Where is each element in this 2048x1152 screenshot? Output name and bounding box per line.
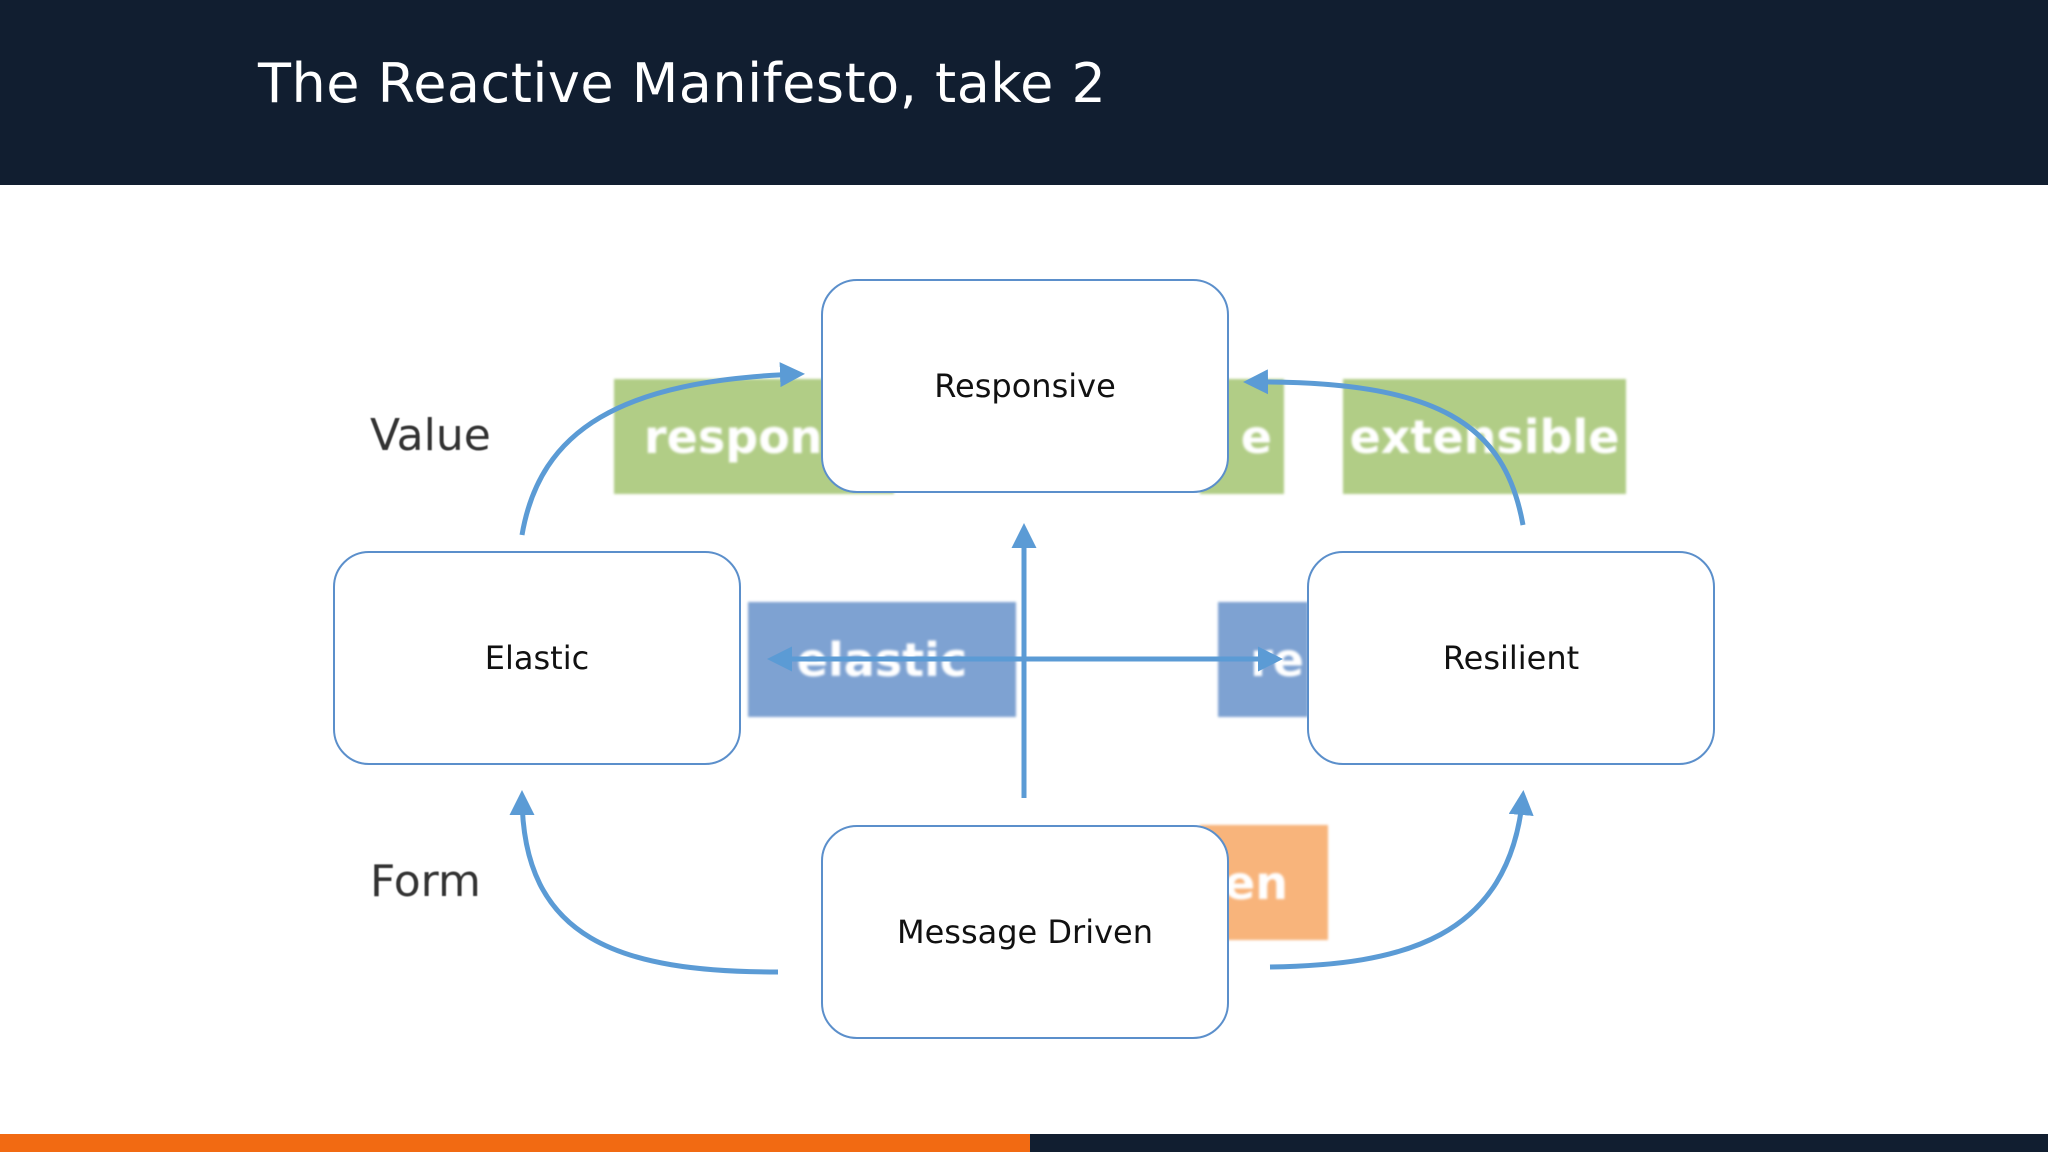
axis-label-form: Form bbox=[370, 856, 481, 907]
arrow-message-driven-to-elastic bbox=[509, 790, 779, 975]
arrow-message-driven-to-resilient bbox=[1269, 790, 1534, 970]
slide-header: The Reactive Manifesto, take 2 bbox=[0, 0, 2048, 185]
bg-label-maintainable-text: e bbox=[1240, 409, 1272, 464]
node-responsive: Responsive bbox=[821, 279, 1229, 493]
slide-title: The Reactive Manifesto, take 2 bbox=[258, 52, 1107, 115]
bg-label-extensible: extensible bbox=[1343, 379, 1626, 494]
footer-bar-orange bbox=[0, 1134, 1030, 1152]
bg-label-message-driven-text: en bbox=[1224, 855, 1288, 910]
node-message-driven: Message Driven bbox=[821, 825, 1229, 1039]
node-resilient: Resilient bbox=[1307, 551, 1715, 765]
axis-label-value: Value bbox=[370, 410, 491, 461]
arrow-elastic-to-responsive bbox=[519, 362, 805, 536]
node-resilient-label: Resilient bbox=[1442, 639, 1580, 677]
node-elastic: Elastic bbox=[333, 551, 741, 765]
arrow-resilient-to-responsive bbox=[1243, 369, 1526, 526]
node-responsive-label: Responsive bbox=[934, 367, 1116, 405]
node-message-driven-label: Message Driven bbox=[896, 913, 1153, 951]
node-elastic-label: Elastic bbox=[484, 639, 590, 677]
bg-label-extensible-text: extensible bbox=[1349, 409, 1620, 464]
footer-bar-navy bbox=[1030, 1134, 2048, 1152]
